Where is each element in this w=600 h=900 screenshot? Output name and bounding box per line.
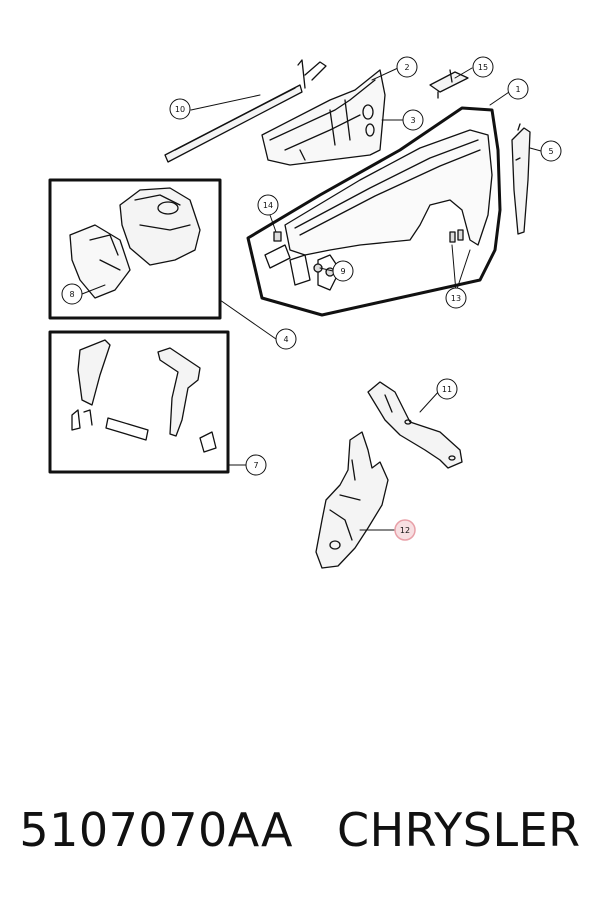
svg-text:9: 9: [340, 267, 345, 276]
svg-text:13: 13: [451, 294, 461, 303]
part-1-fender: [246, 106, 502, 317]
part-11-bracket: [367, 381, 463, 469]
callout-10: 10: [169, 98, 191, 120]
callout-9: 9: [332, 260, 354, 282]
svg-text:1: 1: [515, 85, 520, 94]
part-number: 5107070AA: [19, 803, 293, 857]
svg-text:7: 7: [253, 461, 258, 470]
svg-text:10: 10: [175, 105, 185, 114]
svg-text:11: 11: [442, 385, 452, 394]
callout-8: 8: [61, 283, 83, 305]
svg-text:4: 4: [283, 335, 288, 344]
fastener-14: [273, 231, 282, 242]
fastener-13: [449, 229, 464, 243]
caption: 5107070AA CHRYSLER: [0, 790, 600, 870]
callout-14: 14: [257, 194, 279, 216]
fastener-9: [313, 263, 335, 277]
svg-text:2: 2: [404, 63, 409, 72]
part-3-apron: [261, 69, 386, 166]
part-12-support: [315, 431, 389, 569]
callout-1: 1: [507, 78, 529, 100]
svg-text:12: 12: [400, 526, 410, 535]
part-5-seal: [511, 123, 531, 235]
parts-diagram: 10 2 15 1 3 5 14 9 13 8 4 11: [48, 56, 562, 569]
callout-7: 7: [245, 454, 267, 476]
part-15-bracket: [429, 69, 469, 99]
callout-4: 4: [275, 328, 297, 350]
svg-text:5: 5: [548, 147, 553, 156]
callout-13: 13: [445, 287, 467, 309]
leader-lines: [81, 67, 542, 531]
callout-11: 11: [436, 378, 458, 400]
callout-2: 2: [396, 56, 418, 78]
svg-text:15: 15: [478, 63, 488, 72]
brand-name: CHRYSLER: [336, 803, 581, 857]
part-4-inset: [48, 178, 222, 320]
part-7-inset: [48, 330, 230, 474]
part-10-strip: [164, 59, 327, 163]
svg-text:3: 3: [410, 116, 415, 125]
svg-text:8: 8: [69, 290, 74, 299]
callout-12: 12: [394, 519, 416, 541]
callout-3: 3: [402, 109, 424, 131]
callout-5: 5: [540, 140, 562, 162]
svg-text:14: 14: [263, 201, 273, 210]
callout-15: 15: [472, 56, 494, 78]
